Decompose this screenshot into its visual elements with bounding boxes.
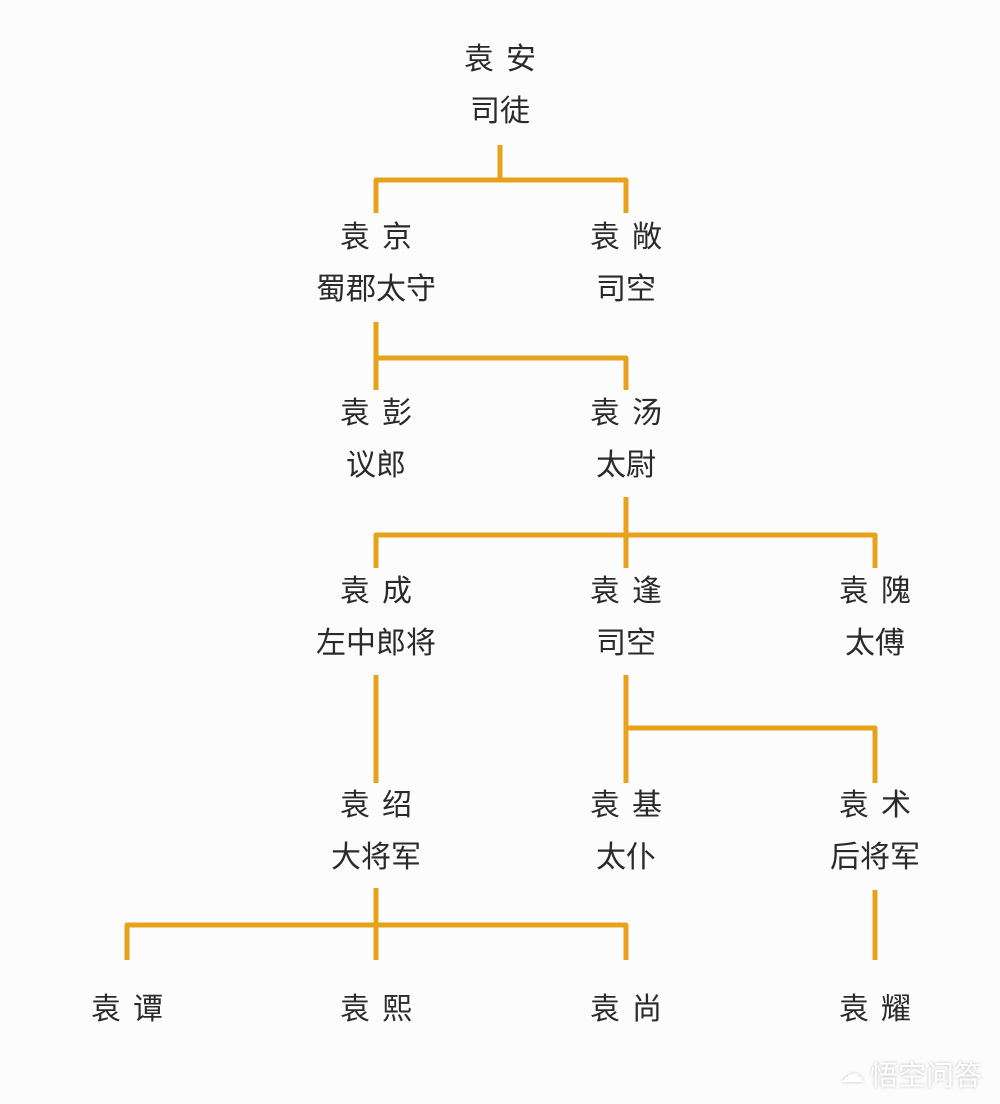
person-title: 左中郎将 xyxy=(316,626,436,661)
wukong-cloud-icon: ☁ xyxy=(839,1060,864,1088)
person-name: 袁安 xyxy=(464,42,548,77)
person-title: 后将军 xyxy=(830,840,920,875)
person-title: 司空 xyxy=(596,272,656,307)
person-name: 袁敞 xyxy=(590,220,674,255)
person-name: 袁成 xyxy=(340,574,424,609)
connector-yuan-feng xyxy=(623,675,878,783)
person-name: 袁熙 xyxy=(340,992,424,1027)
person-title: 太傅 xyxy=(845,626,905,661)
person-name: 袁彭 xyxy=(340,396,424,431)
person-name: 袁尚 xyxy=(590,992,674,1027)
person-title: 蜀郡太守 xyxy=(316,272,436,307)
connector-yuan-jing xyxy=(373,322,629,390)
person-name: 袁逢 xyxy=(590,574,674,609)
watermark: ☁ 悟空问答 xyxy=(840,1054,982,1094)
connector-yuan-an xyxy=(373,145,629,213)
connector-yuan-tang xyxy=(373,497,878,568)
person-title: 议郎 xyxy=(346,448,406,483)
person-name: 袁基 xyxy=(590,788,674,823)
person-name: 袁耀 xyxy=(839,992,923,1027)
person-title: 大将军 xyxy=(331,840,421,875)
person-name: 袁绍 xyxy=(340,788,424,823)
connector-yuan-shao xyxy=(124,888,629,960)
person-title: 太仆 xyxy=(596,840,656,875)
person-name: 袁京 xyxy=(340,220,424,255)
person-title: 司空 xyxy=(596,626,656,661)
person-name: 袁隗 xyxy=(839,574,923,609)
person-name: 袁术 xyxy=(839,788,923,823)
person-title: 司徒 xyxy=(470,94,530,129)
person-name: 袁汤 xyxy=(590,396,674,431)
watermark-text: 悟空问答 xyxy=(869,1059,982,1092)
person-name: 袁谭 xyxy=(91,992,175,1027)
person-title: 太尉 xyxy=(596,448,656,483)
